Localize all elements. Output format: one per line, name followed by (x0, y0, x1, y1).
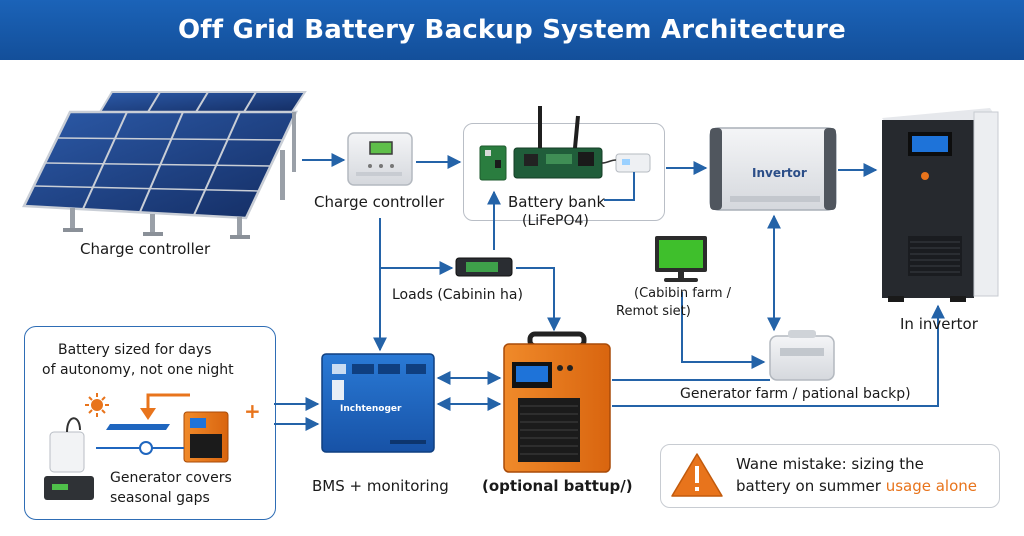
inset-text-line3: Generator covers (110, 470, 232, 486)
in-inverter-label: In invertor (900, 315, 978, 333)
monitor-device (655, 236, 707, 282)
inset-text-line4: seasonal gaps (110, 490, 210, 506)
bms-label: BMS + monitoring (312, 477, 449, 495)
in-inverter-cabinet (882, 108, 999, 302)
generator-label: Generator farm / pational backp) (680, 386, 911, 402)
solar-array-label: Charge controller (80, 240, 211, 258)
charge-controller-device (347, 132, 413, 186)
plus-icon: + (244, 399, 261, 423)
battery-bank-label: Battery bank (508, 193, 606, 211)
loads-meter-device (455, 257, 513, 277)
warning-text-line2: battery on summer usage alone (736, 477, 977, 495)
cabin-label-line1: (Cabibin farm / (634, 286, 732, 301)
warning-text-highlight: usage alone (885, 477, 977, 495)
battery-bank-chemistry-label: (LiFePO4) (522, 213, 589, 229)
page-title: Off Grid Battery Backup System Architect… (177, 15, 847, 45)
solar-panel-array (22, 91, 307, 239)
cabin-label-line2: Remot siet) (616, 304, 691, 319)
sun-icon (85, 393, 109, 417)
warning-text-line1: Wane mistake: sizing the (736, 455, 924, 473)
charge-controller-label: Charge controller (314, 193, 445, 211)
inverter-device (709, 127, 837, 211)
inverter-label: Invertor (752, 166, 807, 180)
inset-text-line2: of autonomy, not one night (42, 362, 234, 378)
architecture-diagram: + (22, 91, 999, 500)
title-banner: Off Grid Battery Backup System Architect… (0, 0, 1024, 60)
optional-battery-label: (optional battup/) (482, 477, 633, 495)
warning-text-plain: battery on summer (736, 477, 886, 495)
bms-unit (321, 353, 435, 453)
inset-illustration: + (44, 393, 261, 500)
loads-label: Loads (Cabinin ha) (392, 287, 523, 303)
warning-note (660, 444, 1000, 508)
inset-text-line1: Battery sized for days (58, 342, 212, 358)
battery-bank-devices (479, 106, 651, 181)
optional-battery-unit (503, 331, 611, 473)
bms-brand-label: Inchtenoger (340, 404, 402, 414)
generator-case-device (769, 330, 835, 381)
connection-arrows (274, 153, 945, 431)
warning-icon (671, 453, 723, 497)
